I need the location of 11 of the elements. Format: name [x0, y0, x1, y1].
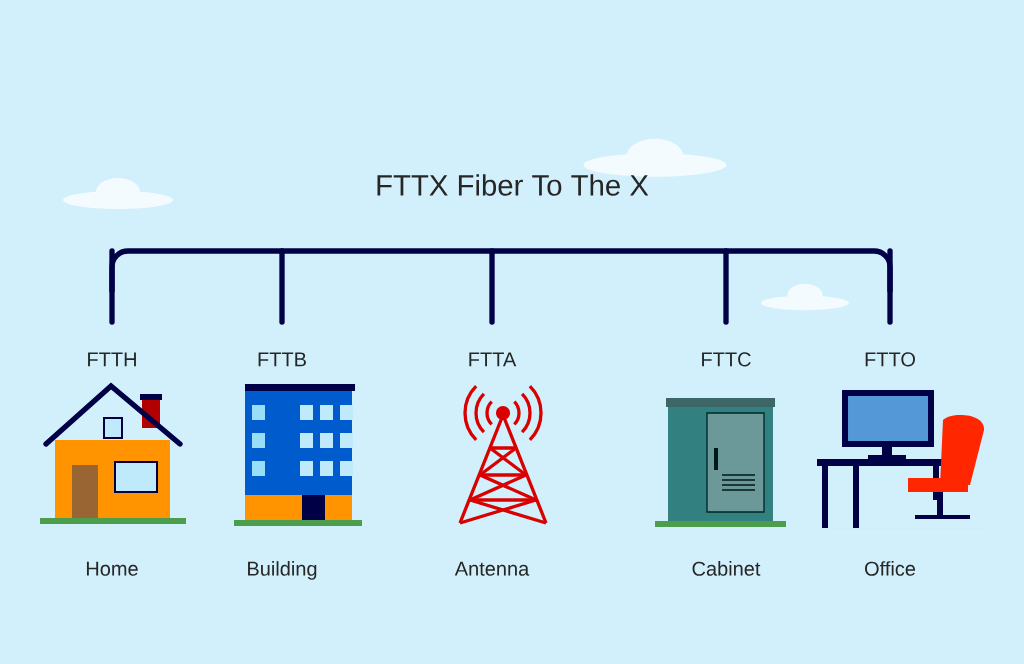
- fiber-drop-line: [279, 248, 285, 325]
- fiber-drop-line: [723, 248, 729, 325]
- fiber-drop-line: [489, 248, 495, 325]
- network-item: FTTA Antenna: [454, 352, 530, 576]
- title: FTTX Fiber To The X: [377, 174, 649, 196]
- network-item: FTTC Cabinet: [692, 352, 761, 576]
- network-item: FTTH Home: [86, 352, 138, 576]
- fiber-drop-line: [109, 248, 115, 325]
- network-item: FTTB Building: [248, 352, 317, 580]
- fiber-drop-line: [887, 248, 893, 325]
- network-item: FTTO Office: [865, 352, 916, 576]
